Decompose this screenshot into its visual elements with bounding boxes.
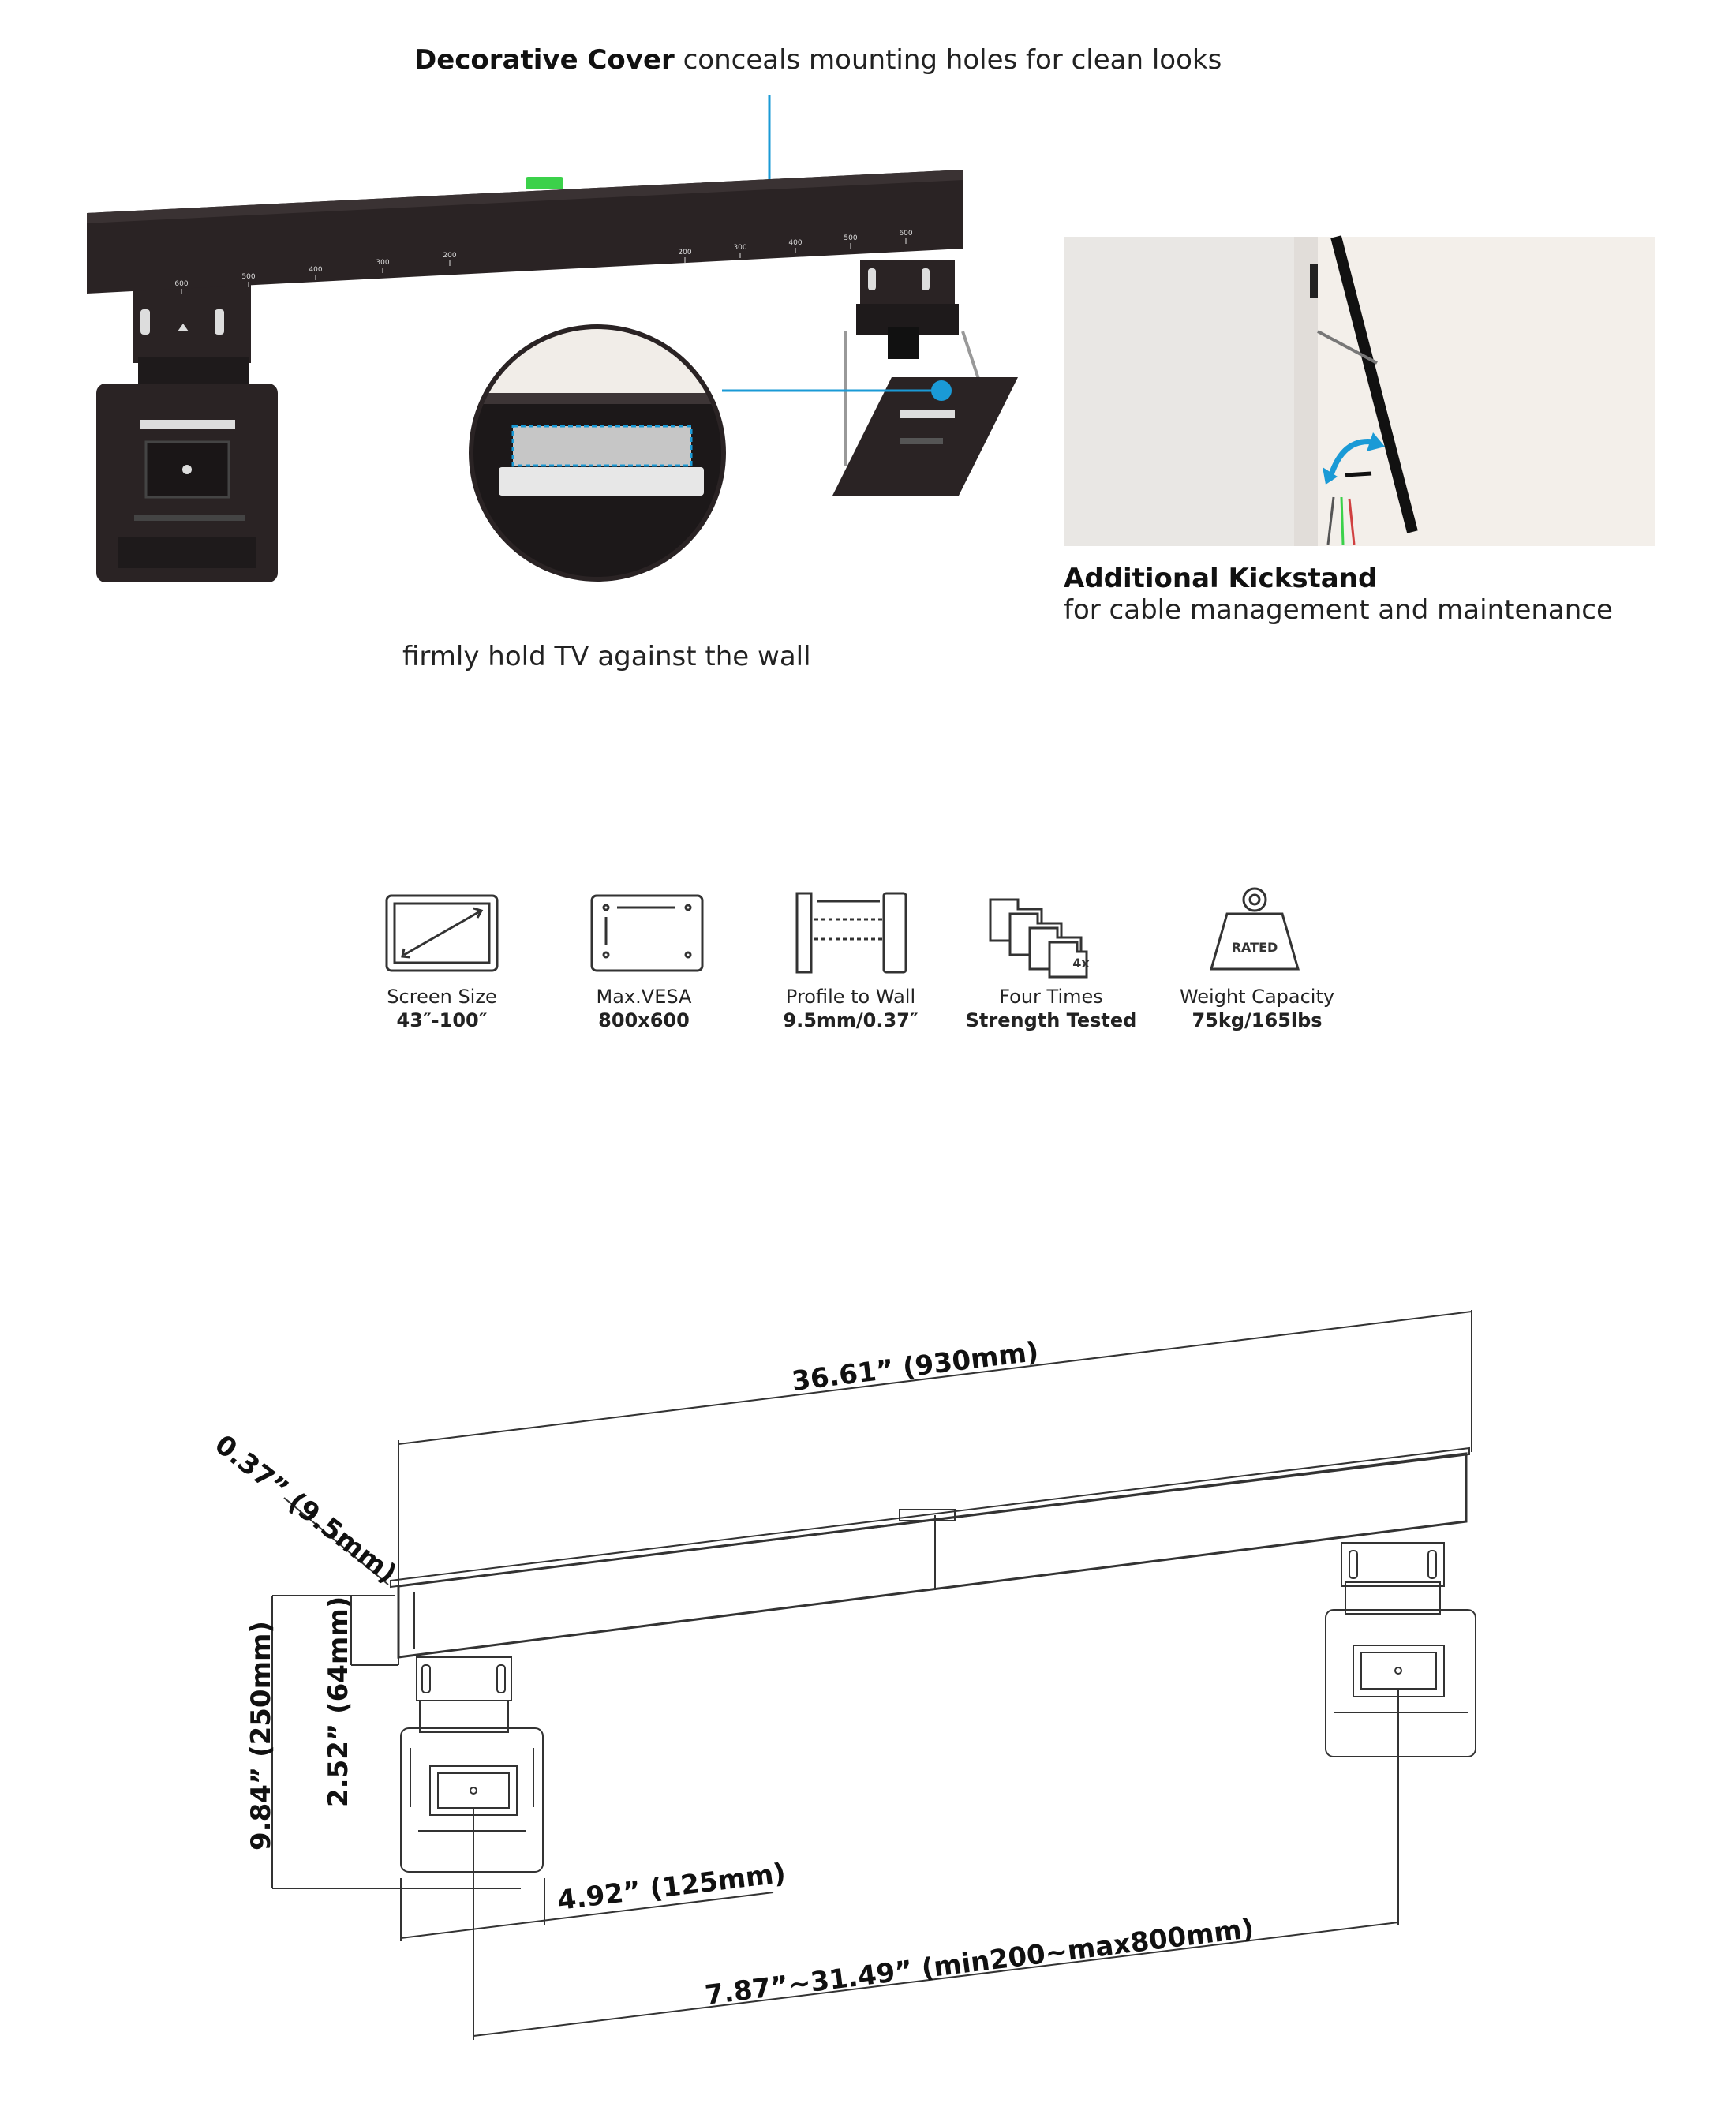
feature-value: 800x600: [598, 1009, 690, 1031]
weight-icon: [1210, 887, 1300, 971]
feature-value: 75kg/165lbs: [1192, 1009, 1323, 1031]
dimension-height-bar-label: 2.52” (64mm): [323, 1596, 354, 1807]
kickstand-text: for cable management and maintenance: [1064, 594, 1613, 626]
dimension-bracket-width-label: 4.92” (125mm): [556, 1858, 788, 1917]
feature-value: 43″-100″: [396, 1009, 488, 1031]
kickstand-title: Additional Kickstand: [1064, 563, 1378, 594]
scale-tick-label: 400: [309, 266, 322, 274]
strength-icon: [989, 898, 1088, 979]
vesa-icon: [590, 894, 704, 972]
hold-caption: firmly hold TV against the wall: [402, 641, 811, 672]
dimension-width-label: 36.61” (930mm): [790, 1336, 1040, 1398]
dimension-spacing-label: 7.87”~31.49” (min200~max800mm): [703, 1913, 1255, 2012]
dimension-depth-label: 0.37” (9.5mm): [208, 1429, 402, 1590]
decorative-cover-text: conceals mounting holes for clean looks: [683, 44, 1222, 76]
mount-product-illustration: 600 500 400 300 200 200 300 400 500 600: [87, 95, 1655, 582]
scale-tick-label: 300: [376, 259, 389, 267]
feature-strength: Four Times Strength Tested: [948, 985, 1154, 1032]
feature-label: Weight Capacity: [1179, 986, 1335, 1008]
feature-label: Profile to Wall: [785, 986, 916, 1008]
scale-tick-label: 200: [678, 249, 691, 256]
feature-screen-size: Screen Size 43″-100″: [339, 985, 544, 1032]
scale-tick-label: 300: [733, 244, 746, 252]
feature-profile: Profile to Wall 9.5mm/0.37″: [748, 985, 953, 1032]
screen-size-icon: [385, 894, 499, 972]
main-bar: [87, 170, 963, 294]
scale-tick-label: 400: [788, 239, 802, 247]
feature-label: Four Times: [999, 986, 1103, 1008]
weight-badge: RATED: [1232, 940, 1278, 955]
scale-tick-label: 200: [443, 252, 456, 260]
feature-value: Strength Tested: [965, 1009, 1137, 1031]
decorative-cover-caption: Decorative Cover conceals mounting holes…: [414, 44, 1222, 76]
kickstand-photo: [1064, 235, 1655, 546]
scale-tick-label: 600: [899, 230, 912, 238]
profile-icon: [795, 892, 907, 974]
right-bracket: [832, 260, 1018, 496]
feature-value: 9.5mm/0.37″: [783, 1009, 919, 1031]
strength-badge: 4x: [1072, 956, 1090, 971]
decorative-cover-title: Decorative Cover: [414, 44, 675, 76]
scale-tick-label: 500: [844, 234, 857, 242]
feature-label: Screen Size: [387, 986, 497, 1008]
feature-vesa: Max.VESA 800x600: [541, 985, 746, 1032]
dimension-height-total-label: 9.84” (250mm): [245, 1621, 277, 1851]
dimension-lines: [271, 1310, 1472, 2040]
feature-label: Max.VESA: [596, 986, 692, 1008]
zoom-detail-circle: [469, 324, 726, 582]
scale-tick-label: 500: [241, 273, 255, 281]
left-bracket: [96, 276, 278, 582]
kickstand-caption: Additional Kickstand for cable managemen…: [1064, 563, 1613, 626]
line-drawing: [390, 1311, 1476, 1873]
feature-weight: Weight Capacity 75kg/165lbs: [1154, 985, 1360, 1032]
scale-tick-label: 600: [174, 280, 188, 288]
